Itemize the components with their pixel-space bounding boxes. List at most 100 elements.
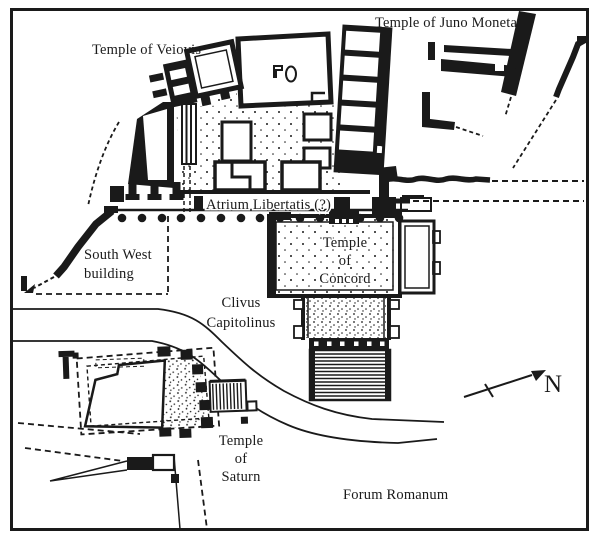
- veiovis-column: [219, 89, 231, 101]
- veiovis-step: [152, 88, 168, 99]
- label-compass-north: N: [544, 371, 562, 398]
- compass-arrowhead: [531, 370, 546, 381]
- temple-of-concord-plan: [267, 210, 441, 402]
- tabularium-great-hall: [235, 31, 334, 109]
- saturn-column: [179, 428, 192, 438]
- rostra-block: [127, 457, 153, 470]
- stair-side-wall: [385, 350, 390, 400]
- dashed-boundary-south: [197, 459, 208, 530]
- veiovis-column: [200, 95, 212, 107]
- pronaos-anta: [389, 325, 400, 339]
- label-south-west-1: South West: [84, 247, 152, 263]
- column-socket: [354, 341, 359, 346]
- concord-east-annex-inner: [404, 225, 430, 289]
- concord-north-wall-seg: [372, 211, 402, 218]
- label-juno-moneta: Temple of Juno Moneta: [375, 15, 517, 31]
- ruin-wall-east-head: [577, 36, 587, 43]
- concord-north-wall-seg: [269, 212, 291, 220]
- facade-corner-pier: [110, 186, 124, 202]
- veiovis-pronaos-bay: [172, 83, 191, 96]
- ruin-wall-east: [553, 37, 587, 99]
- concord-cella-floor: [269, 216, 400, 296]
- east-boundary-walls: [379, 174, 584, 207]
- porch-slit: [349, 219, 353, 223]
- label-clivus-1: Clivus: [221, 295, 260, 311]
- veiovis-step: [148, 72, 165, 83]
- column-socket: [340, 341, 345, 346]
- label-saturn-1: Temple: [219, 433, 263, 449]
- boundary-line-south: [173, 455, 181, 530]
- concord-west-wall: [269, 218, 276, 294]
- pronaos-anta: [293, 325, 304, 339]
- portico-pier: [194, 196, 203, 210]
- compass-tick: [484, 383, 494, 398]
- temple-of-veiovis-plan: [148, 38, 245, 108]
- saturn-stair-lines: [211, 382, 243, 410]
- label-concord-1: Temple: [323, 235, 367, 251]
- saturn-nw-fragment: [62, 356, 70, 380]
- pronaos-anta: [293, 299, 304, 310]
- saturn-nw-fragment: [58, 350, 75, 358]
- porch-slit: [335, 219, 339, 223]
- platform-room: [302, 112, 333, 142]
- hall-feature-oval: [285, 65, 297, 83]
- stair-street-dashed: [183, 166, 191, 212]
- ruin-wall-stub: [428, 42, 435, 60]
- dashed-ray-lower: [24, 447, 124, 462]
- saturn-column: [157, 346, 171, 357]
- rostra-room: [151, 453, 176, 472]
- saturn-column: [191, 364, 204, 375]
- wedge-walls: [49, 460, 128, 482]
- sw-thick-wall: [53, 208, 115, 279]
- saturn-column: [200, 416, 214, 429]
- saturn-column: [180, 349, 193, 360]
- saturn-column: [159, 427, 172, 437]
- portico-pier: [334, 197, 350, 210]
- column-socket: [380, 341, 385, 346]
- stair-side-wall: [310, 350, 315, 400]
- stair-treads: [312, 353, 388, 397]
- ruin-wall-bar: [441, 59, 516, 77]
- dashed-ray-upper: [17, 422, 141, 435]
- temple-of-saturn-plan: [58, 346, 258, 438]
- label-veiovis: Temple of Veiovis: [92, 42, 201, 58]
- concord-column-band: [309, 338, 389, 350]
- veiovis-cella-inner: [194, 49, 234, 89]
- facade-pier: [150, 182, 159, 194]
- label-clivus-2: Capitolinus: [206, 315, 275, 331]
- facade-pier-base: [125, 194, 140, 200]
- label-concord-2: of: [339, 253, 351, 269]
- compass-line: [463, 374, 533, 398]
- platform-room: [280, 160, 322, 192]
- ruin-dashed-trace: [504, 96, 512, 118]
- saturn-column: [195, 382, 207, 393]
- labels: Temple of Juno Moneta Temple of Veiovis …: [84, 15, 562, 503]
- saturn-column: [199, 399, 211, 411]
- facade-pier: [128, 182, 137, 194]
- label-concord-3: Concord: [319, 271, 371, 287]
- facade-pier-base: [147, 194, 162, 200]
- forum-side-structures: [17, 422, 208, 530]
- ruin-wall-L-vertical: [422, 92, 430, 120]
- wall-corner: [379, 174, 389, 207]
- stair-street-lines: [185, 104, 192, 164]
- ruin-wall-L-horizontal: [422, 118, 455, 130]
- west-wing-room: [143, 109, 167, 180]
- saturn-block: [240, 416, 249, 424]
- label-forum-romanum: Forum Romanum: [343, 487, 449, 503]
- hall-corner-step: [310, 91, 325, 101]
- veiovis-pronaos-bay: [169, 67, 187, 81]
- stair-street: [181, 103, 197, 165]
- dashed-trace-west: [87, 121, 120, 207]
- stylobate-end: [104, 206, 118, 213]
- room-inner-wall: [230, 163, 252, 189]
- sw-dashed-tail: [33, 276, 55, 289]
- column-socket: [314, 341, 319, 346]
- label-saturn-3: Saturn: [221, 469, 261, 485]
- hall-feature: [273, 65, 283, 78]
- juno-moneta-ruins: [422, 11, 587, 169]
- south-west-building: [21, 208, 169, 295]
- ruin-wall-gap: [495, 64, 504, 71]
